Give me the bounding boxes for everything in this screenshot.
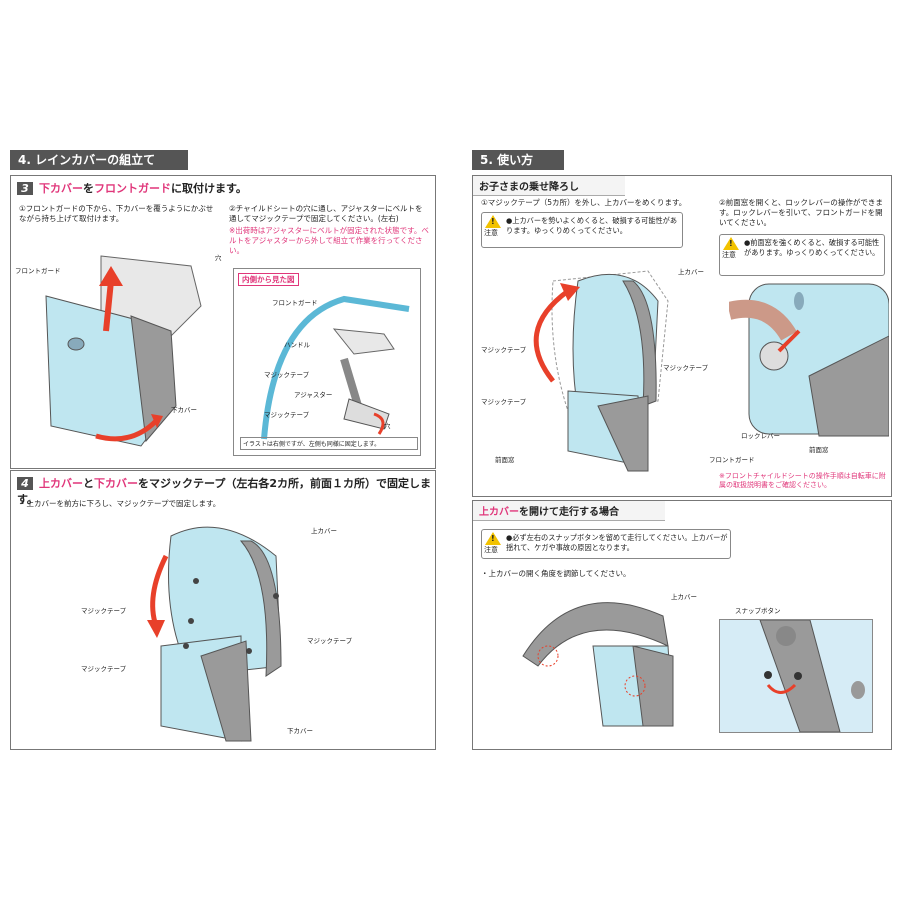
- lower-cover-illustration: [45, 255, 202, 447]
- step4-number: 4: [17, 477, 33, 490]
- boarding-label-magic-tape-a: マジックテープ: [481, 346, 527, 354]
- inset-label-front-guard: フロントガード: [272, 299, 318, 307]
- riding-label-upper-cover: 上カバー: [671, 593, 697, 601]
- riding-instruction: ・上カバーの開く角度を調節してください。: [481, 569, 631, 578]
- step4-label-magic-tape-right: マジックテープ: [307, 637, 353, 645]
- boarding-instruction-1: ①マジックテープ（5カ所）を外し、上カバーをめくります。: [481, 198, 687, 207]
- inset-title: 内側から見た図: [238, 273, 299, 286]
- step4-label-lower-cover: 下カバー: [287, 727, 313, 735]
- upper-cover-open-illustration: [533, 270, 669, 472]
- warning-icon: !: [723, 237, 739, 250]
- label-front-guard: フロントガード: [15, 267, 61, 275]
- inset-label-adjuster: アジャスター: [294, 391, 333, 399]
- step4-label-magic-tape-front: マジックテープ: [81, 665, 127, 673]
- boarding-label-upper-cover: 上カバー: [678, 268, 704, 276]
- label-hole: 穴: [215, 254, 222, 262]
- caution-box-3: ! 注意 ●必ず左右のスナップボタンを留めて走行してください。上カバーが揺れて、…: [481, 529, 731, 559]
- step4-label-upper-cover: 上カバー: [311, 527, 337, 535]
- snap-button-detail: [719, 619, 873, 733]
- step3-instruction-2: ②チャイルドシートの穴に通し、アジャスターにベルトを通してマジックテープで固定し…: [229, 204, 423, 223]
- caution-box-1: ! 注意 ●上カバーを勢いよくめくると、破損する可能性があります。ゆっくりめくっ…: [481, 212, 683, 248]
- boarding-label-front-window: 前面窓: [495, 456, 515, 464]
- boarding-heading: お子さまの乗せ降ろし: [473, 176, 625, 196]
- caution-text-2: ●前面窓を強くめくると、破損する可能性があります。ゆっくりめくってください。: [744, 238, 880, 257]
- inset-illustration: [261, 295, 410, 440]
- inset-label-handle: ハンドル: [284, 341, 310, 349]
- cover-fixing-illustration: [147, 526, 282, 742]
- inset-caption: イラストは右側ですが、左側も同様に固定します。: [240, 437, 418, 450]
- step3-number: 3: [17, 182, 33, 195]
- inset-label-magic-tape-1: マジックテープ: [264, 371, 310, 379]
- step4-instruction: ・上カバーを前方に下ろし、マジックテープで固定します。: [19, 499, 221, 508]
- lock-lever-illustration: [729, 283, 889, 437]
- step3-instruction-1: ①フロントガードの下から、下カバーを覆うようにかぶせながら持ち上げて取付けます。: [19, 204, 214, 223]
- warning-icon: !: [485, 532, 501, 545]
- boarding-label-front-guard: フロントガード: [709, 456, 755, 464]
- boarding-panel: お子さまの乗せ降ろし ①マジックテープ（5カ所）を外し、上カバーをめくります。 …: [472, 175, 892, 497]
- step3-note: ※出荷時はアジャスターにベルトが固定された状態です。ベルトをアジャスターから外し…: [229, 226, 429, 255]
- label-lower-cover: 下カバー: [171, 406, 197, 414]
- riding-heading: 上カバーを開けて走行する場合: [473, 501, 665, 521]
- boarding-label-front-window-2: 前面窓: [809, 446, 829, 454]
- caution-text-1: ●上カバーを勢いよくめくると、破損する可能性があります。ゆっくりめくってください…: [506, 216, 678, 235]
- caution-text-3: ●必ず左右のスナップボタンを留めて走行してください。上カバーが揺れて、ケガや事故…: [506, 533, 728, 552]
- warning-icon: !: [485, 215, 501, 228]
- inset-label-hole: 穴: [384, 422, 391, 430]
- riding-open-illustration: [522, 602, 674, 727]
- boarding-pink-note: ※フロントチャイルドシートの操作手順は自転車に附属の取扱説明書をご確認ください。: [719, 472, 886, 489]
- section-title-usage: 5. 使い方: [472, 150, 564, 170]
- step4-label-magic-tape-left: マジックテープ: [81, 607, 127, 615]
- inset-label-magic-tape-2: マジックテープ: [264, 411, 310, 419]
- boarding-label-magic-tape-c: マジックテープ: [481, 398, 527, 406]
- caution-box-2: ! 注意 ●前面窓を強くめくると、破損する可能性があります。ゆっくりめくってくだ…: [719, 234, 885, 276]
- riding-label-snap-button: スナップボタン: [735, 607, 781, 615]
- boarding-label-lock-lever: ロックレバー: [741, 432, 780, 440]
- inset-view: 内側から見た図 フロントガード ハンドル マジックテープ アジャスター マジック…: [233, 268, 421, 456]
- section-title-assembly: 4. レインカバーの組立て: [10, 150, 188, 170]
- riding-panel: 上カバーを開けて走行する場合 ! 注意 ●必ず左右のスナップボタンを留めて走行し…: [472, 500, 892, 750]
- boarding-label-magic-tape-b: マジックテープ: [663, 364, 709, 372]
- snap-button-illustration: [759, 620, 865, 732]
- boarding-instruction-2: ②前面窓を開くと、ロックレバーの操作ができます。ロックレバーを引いて、フロントガ…: [719, 198, 883, 227]
